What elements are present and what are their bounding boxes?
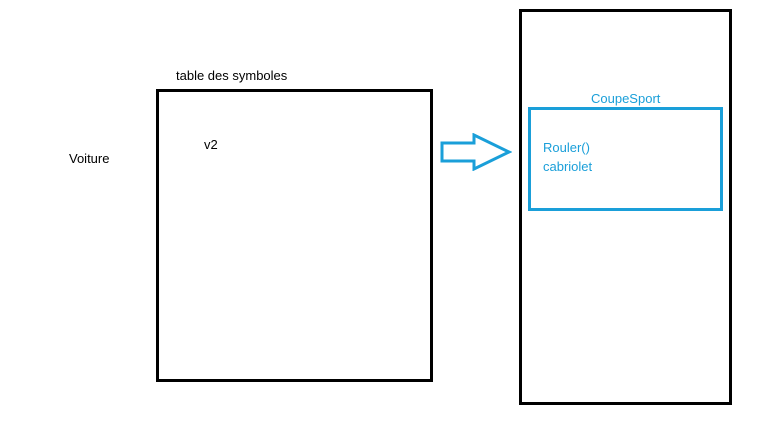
right-arrow-icon xyxy=(440,133,512,171)
class-name-label: CoupeSport xyxy=(591,91,661,106)
method-label: Rouler() xyxy=(543,140,590,155)
symbol-table-box xyxy=(156,89,433,382)
object-container-box xyxy=(519,9,732,405)
class-instance-box xyxy=(528,107,723,211)
voiture-label: Voiture xyxy=(69,151,110,166)
symbol-entry-v2: v2 xyxy=(204,137,218,152)
symbol-table-title: table des symboles xyxy=(176,68,288,83)
attribute-label: cabriolet xyxy=(543,159,593,174)
